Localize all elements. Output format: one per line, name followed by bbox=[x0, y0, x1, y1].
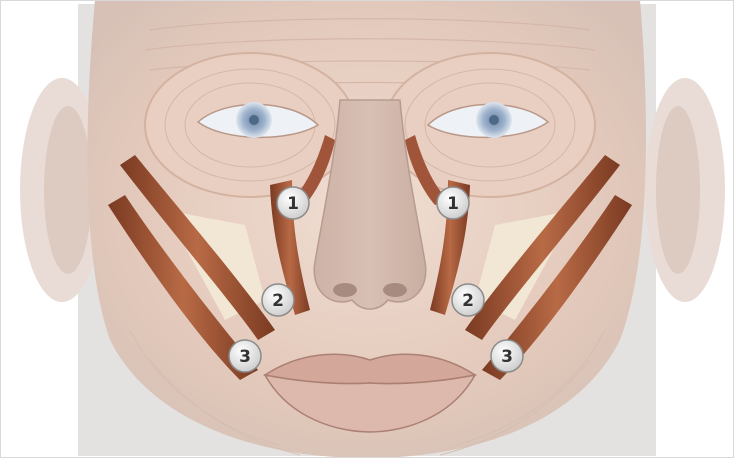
left-pupil bbox=[249, 115, 259, 125]
marker-right-2: 2 bbox=[452, 284, 484, 316]
marker-left-2: 2 bbox=[262, 284, 294, 316]
left-nostril bbox=[333, 283, 357, 297]
right-nostril bbox=[383, 283, 407, 297]
marker-left-1: 1 bbox=[277, 187, 309, 219]
left-ear-inner bbox=[44, 106, 92, 274]
marker-label: 2 bbox=[272, 291, 284, 311]
marker-label: 3 bbox=[501, 347, 513, 367]
marker-right-3: 3 bbox=[491, 340, 523, 372]
marker-label: 1 bbox=[447, 194, 459, 214]
marker-left-3: 3 bbox=[229, 340, 261, 372]
marker-right-1: 1 bbox=[437, 187, 469, 219]
marker-label: 3 bbox=[239, 347, 251, 367]
marker-label: 1 bbox=[287, 194, 299, 214]
right-pupil bbox=[489, 115, 499, 125]
right-ear-inner bbox=[656, 106, 700, 274]
marker-label: 2 bbox=[462, 291, 474, 311]
